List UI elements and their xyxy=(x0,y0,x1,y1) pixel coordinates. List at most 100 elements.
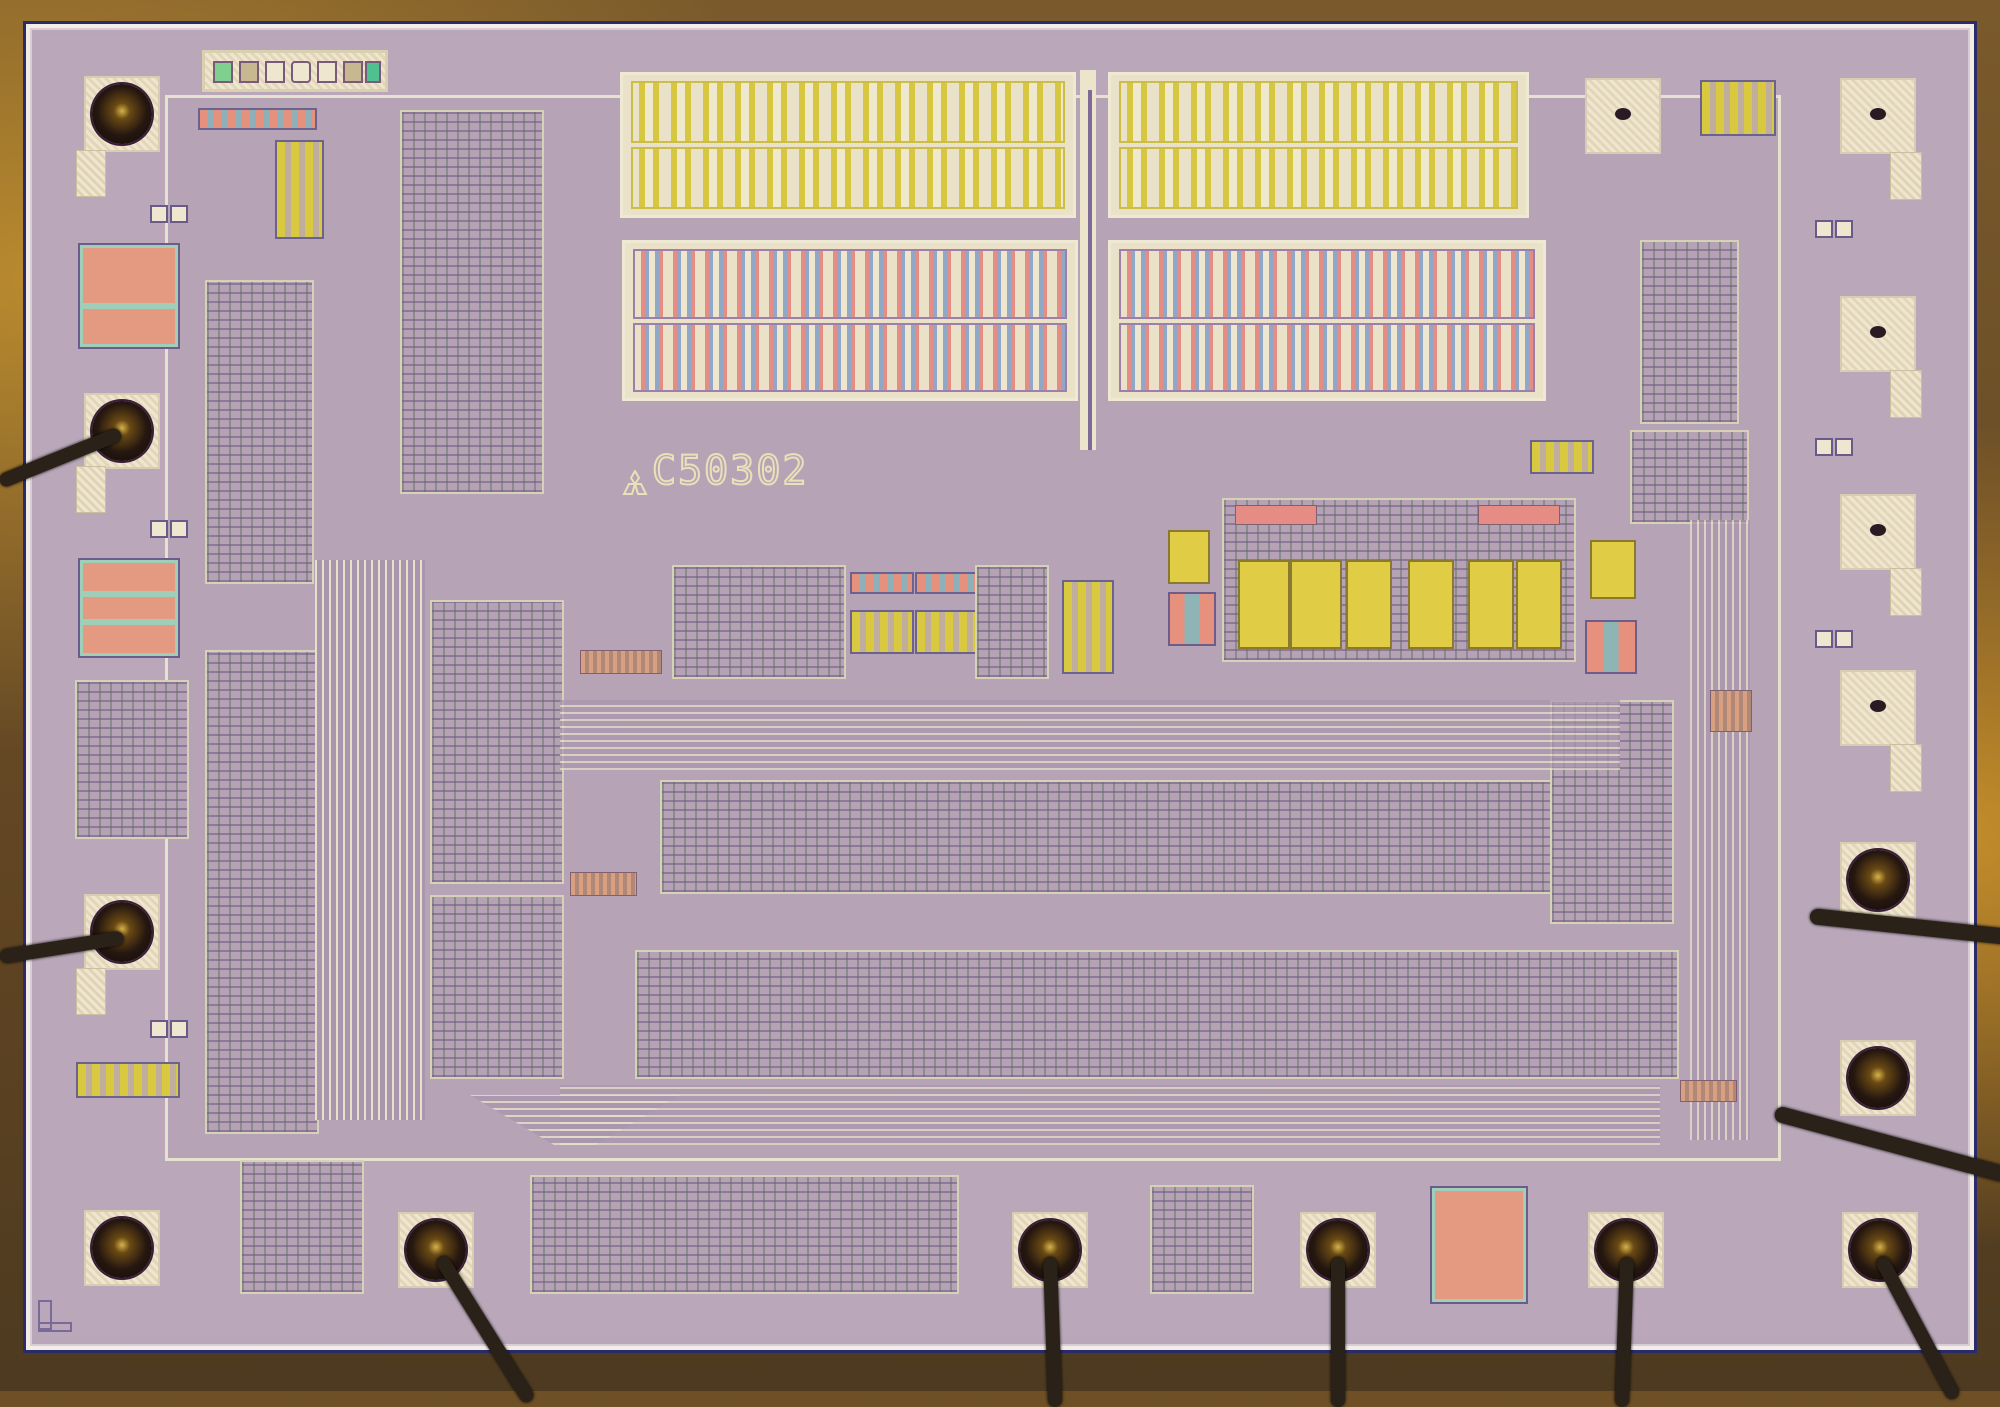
bond-pad-R4 xyxy=(1840,670,1916,746)
bond-pad-B4 xyxy=(1588,1212,1664,1288)
transistor-array xyxy=(1346,560,1392,649)
meander-resistor-bottom-left xyxy=(76,1062,180,1098)
logic-bottom-center xyxy=(1150,1185,1254,1294)
bond-pad-L3 xyxy=(84,894,160,970)
pad-stub xyxy=(1890,744,1922,792)
pad-stub xyxy=(76,150,106,197)
alignment-cross-icon xyxy=(291,61,311,83)
bond-pad-R1 xyxy=(1840,78,1916,154)
resistor-block xyxy=(570,872,637,896)
contact xyxy=(1815,438,1833,456)
logic-bottom-row xyxy=(530,1175,959,1294)
resistor-array-top-left xyxy=(620,72,1076,218)
logic-center-row-2 xyxy=(635,950,1679,1079)
bond-pad-T1 xyxy=(1585,78,1661,154)
contact xyxy=(170,520,188,538)
bond-pad-B5 xyxy=(1842,1212,1918,1288)
transistor-right xyxy=(1590,540,1636,599)
meander-resistor-top-left xyxy=(275,140,324,239)
contact xyxy=(170,205,188,223)
test-square xyxy=(317,61,337,83)
transistor-left xyxy=(1168,530,1210,584)
logic-left-inner-3 xyxy=(430,895,564,1079)
transistor-right-lower xyxy=(1585,620,1637,674)
alignment-mark-icon xyxy=(38,1322,72,1332)
bond-ball xyxy=(1848,850,1908,910)
pad-stub xyxy=(76,466,106,513)
contact xyxy=(150,1020,168,1038)
test-square xyxy=(265,61,285,83)
bond-pad-R6 xyxy=(1840,1040,1916,1116)
transistor-array xyxy=(1516,560,1562,649)
routing-bus-bottom xyxy=(560,1085,1660,1145)
routing-bus-left xyxy=(315,560,425,1120)
transistor-array xyxy=(1238,560,1290,649)
resistor-pair xyxy=(850,572,914,594)
bond-pad-R3 xyxy=(1840,494,1916,570)
resistor-array-top-right xyxy=(1108,72,1529,218)
resistor-block xyxy=(1680,1080,1737,1102)
bond-pad-B1 xyxy=(398,1212,474,1288)
probe-mark xyxy=(1870,524,1886,536)
pad-stub xyxy=(1890,568,1922,616)
resistor-block xyxy=(1710,690,1752,732)
contact xyxy=(1835,220,1853,238)
alignment-mark-icon xyxy=(38,1300,52,1330)
resistor-array-mid-left xyxy=(622,240,1078,401)
bond-pad-L1 xyxy=(84,76,160,152)
pad-stub xyxy=(1890,370,1922,418)
logic-right-upper-2 xyxy=(1630,430,1749,524)
meander-resistor-right xyxy=(1530,440,1594,474)
logic-center-top xyxy=(672,565,846,679)
bond-wire-B3 xyxy=(1331,1257,1345,1407)
bond-ball xyxy=(1848,1048,1908,1108)
pad-stub xyxy=(76,968,106,1015)
process-id-strip xyxy=(202,50,388,92)
resistor-strip xyxy=(1235,505,1317,525)
logic-left-edge xyxy=(75,680,189,839)
bond-pad-L4 xyxy=(84,1210,160,1286)
bond-pad-R2 xyxy=(1840,296,1916,372)
contact xyxy=(1835,630,1853,648)
resistor-array-mid-right xyxy=(1108,240,1546,401)
resistor-pair xyxy=(915,572,979,594)
contact xyxy=(170,1020,188,1038)
transistor-array xyxy=(1408,560,1454,649)
capacitor-left-lower xyxy=(80,560,178,656)
routing-bus-center xyxy=(560,700,1620,770)
logic-center-top-right xyxy=(975,565,1049,679)
meander-resistor-top-right xyxy=(1700,80,1776,136)
bond-pad-R5 xyxy=(1840,842,1916,918)
capacitor-bottom-right xyxy=(1432,1188,1526,1302)
capacitor-left-upper xyxy=(80,245,178,347)
routing-bus-right xyxy=(1690,520,1750,1140)
transistor-array xyxy=(1290,560,1342,649)
test-square-green xyxy=(365,61,381,83)
resistor-pair xyxy=(850,610,914,654)
test-square xyxy=(343,61,363,83)
meander-resistor-center xyxy=(1062,580,1114,674)
test-square xyxy=(239,61,259,83)
logic-bottom-left xyxy=(240,1160,364,1294)
logic-right-upper xyxy=(1640,240,1739,424)
probe-mark xyxy=(1870,700,1886,712)
contact xyxy=(150,520,168,538)
bond-ball xyxy=(92,84,152,144)
center-bus-trace xyxy=(1088,90,1092,450)
bond-pad-L2 xyxy=(84,393,160,469)
logic-left-column-1 xyxy=(205,280,314,584)
contact xyxy=(1815,630,1833,648)
transistor-left-lower xyxy=(1168,592,1216,646)
three-diamond-logo-icon xyxy=(622,470,648,495)
resistor-block xyxy=(580,650,662,674)
resistor-strip xyxy=(1478,505,1560,525)
probe-mark xyxy=(1615,108,1631,120)
contact xyxy=(1835,438,1853,456)
contact xyxy=(1815,220,1833,238)
resistor-pair xyxy=(915,610,979,654)
test-square-green xyxy=(213,61,233,83)
meander-resistor-strip xyxy=(198,108,317,130)
bond-ball xyxy=(92,401,152,461)
probe-mark xyxy=(1870,326,1886,338)
chip-marking: C50302 xyxy=(651,447,809,495)
